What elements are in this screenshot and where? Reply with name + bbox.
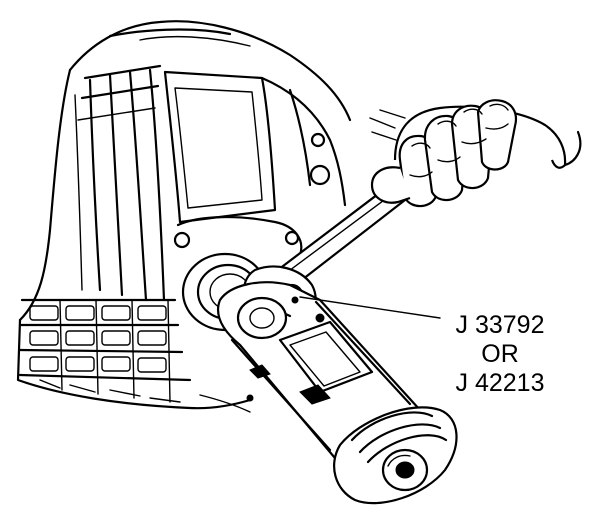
transmission-housing	[16, 20, 352, 413]
callout-leader-line	[299, 296, 441, 319]
end-cap-drum	[333, 406, 458, 505]
technician-hand	[369, 99, 582, 208]
tool-number-alternate: J 42213	[456, 369, 545, 397]
housing-grid	[18, 298, 192, 403]
tool-callout: J 33792 OR J 42213	[456, 311, 545, 397]
tool-connector: OR	[481, 340, 519, 368]
tool-number-primary: J 33792	[456, 311, 545, 339]
